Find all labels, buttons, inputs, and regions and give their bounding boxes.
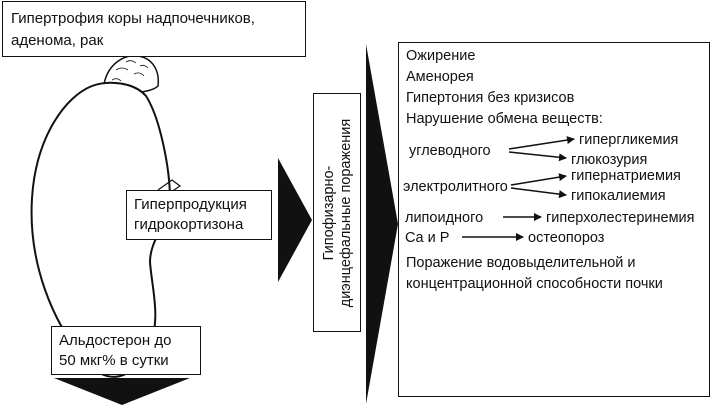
arrow-to-glucosuria	[508, 151, 567, 162]
aldosterone-box: Альдостерон до 50 мкг% в сутки	[51, 326, 201, 375]
arrow-to-hyperglycemia	[508, 136, 575, 150]
pituitary-lesion-box: Гипофизарно- диэнцефальные поражения	[313, 93, 361, 332]
adrenal-gland-texture	[111, 60, 149, 82]
hyperproduction-line-2: гидрокортизона	[134, 216, 244, 233]
cause-line-1: Гипертрофия коры надпочечников,	[11, 10, 255, 27]
cause-box: Гипертрофия коры надпочечников, аденома,…	[2, 1, 306, 57]
lipid-hypercholesterolemia: гиперхолестеринемия	[546, 210, 695, 226]
effect-obesity: Ожирение	[406, 48, 476, 64]
metabolism-electrolyte: электролитного	[403, 179, 508, 195]
aldosterone-line-2: 50 мкг% в сутки	[59, 352, 169, 369]
metabolism-carbohydrate: углеводного	[409, 143, 491, 159]
aldosterone-line-1: Альдостерон до	[59, 332, 172, 349]
hyperproduction-box: Гиперпродукция гидрокортизона	[126, 190, 272, 240]
metabolism-ca-p: Ca и P	[405, 230, 450, 246]
carbohydrate-glucosuria: глюкозурия	[571, 152, 648, 168]
hyperproduction-line-1: Гиперпродукция	[134, 196, 247, 213]
cause-line-2: аденома, рак	[11, 32, 104, 49]
effect-metabolism-header: Нарушение обмена веществ:	[406, 111, 603, 127]
effect-amenorrhea: Аменорея	[406, 69, 474, 85]
effect-hypertension: Гипертония без кризисов	[406, 90, 575, 106]
right-arrow-to-vertical	[278, 158, 312, 282]
right-wedge-arrow	[366, 44, 398, 404]
electrolyte-hypokalemia: гипокалиемия	[571, 188, 666, 204]
ca-p-osteoporosis: остеопороз	[528, 230, 605, 246]
arrow-to-hypokalemia	[510, 187, 567, 199]
effects-box: Ожирение Аменорея Гипертония без кризисо…	[398, 42, 710, 397]
arrow-to-hypernatremia	[510, 173, 567, 186]
effect-kidney-line-1: Поражение водовыделительной и	[406, 255, 636, 271]
electrolyte-hypernatremia: гипернатриемия	[571, 168, 681, 184]
carbohydrate-hyperglycemia: гипергликемия	[579, 132, 679, 148]
effect-kidney-line-2: концентрационной способности почки	[406, 276, 663, 292]
metabolism-lipid: липоидного	[405, 210, 484, 226]
down-arrow	[54, 378, 190, 405]
